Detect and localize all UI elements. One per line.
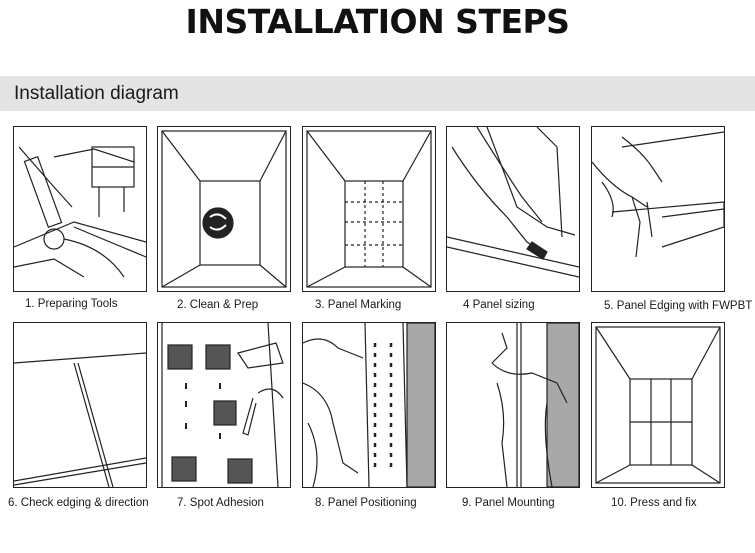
panel-edging-illustration <box>592 131 724 258</box>
step-3-caption: 3. Panel Marking <box>315 299 402 311</box>
step-10-caption: 10. Press and fix <box>611 497 697 509</box>
step-9-panel <box>446 322 580 488</box>
edging-check-illustration <box>14 352 146 487</box>
step-2-panel <box>157 126 291 292</box>
panel-marking-illustration <box>306 130 432 288</box>
step-9-caption: 9. Panel Mounting <box>462 497 555 509</box>
page-title: INSTALLATION STEPS <box>185 2 570 41</box>
step-3-panel <box>302 126 436 292</box>
panel-positioning-illustration <box>303 323 435 487</box>
step-5-panel <box>591 126 725 292</box>
adhesive-gun-illustration <box>161 323 284 487</box>
step-8-caption: 8. Panel Positioning <box>315 497 417 509</box>
press-fix-illustration <box>595 326 721 484</box>
panel-mounting-illustration <box>491 323 579 487</box>
room-clean-illustration <box>161 130 287 288</box>
step-1-caption: 1. Preparing Tools <box>25 298 118 310</box>
section-label: Installation diagram <box>14 83 179 104</box>
section-header: Installation diagram <box>0 76 755 111</box>
step-6-caption: 6. Check edging & direction <box>8 497 149 509</box>
step-4-panel <box>446 126 580 292</box>
panel-cutting-illustration <box>447 127 579 278</box>
step-7-panel <box>157 322 291 488</box>
step-5-caption: 5. Panel Edging with FWPBT <box>604 300 753 312</box>
step-4-caption: 4 Panel sizing <box>463 299 535 311</box>
step-2-caption: 2. Clean & Prep <box>177 299 259 311</box>
step-8-panel <box>302 322 436 488</box>
step-6-panel <box>13 322 147 488</box>
step-10-panel <box>591 322 725 488</box>
tools-illustration <box>14 146 146 278</box>
step-7-caption: 7. Spot Adhesion <box>177 497 264 509</box>
step-1-panel <box>13 126 147 292</box>
